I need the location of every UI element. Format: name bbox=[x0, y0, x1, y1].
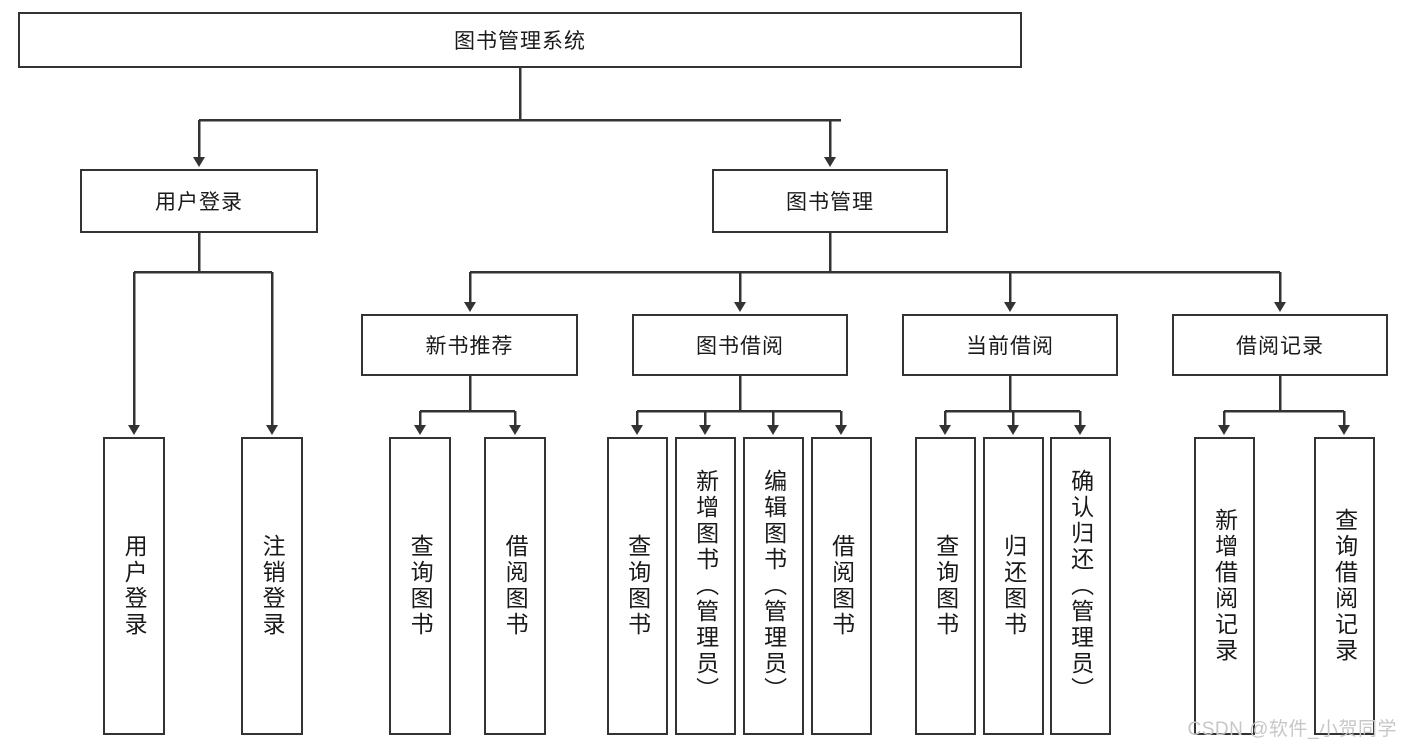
node-new-book-recommend[interactable]: 新书推荐 bbox=[361, 314, 578, 376]
node-leaf-query-book-1-label: 查询图书 bbox=[407, 534, 434, 638]
node-book-borrow[interactable]: 图书借阅 bbox=[632, 314, 848, 376]
node-leaf-confirm-return[interactable]: 确认归还（管理员） bbox=[1050, 437, 1111, 735]
node-book-manage-label: 图书管理 bbox=[786, 191, 874, 214]
node-leaf-add-record-label: 新增借阅记录 bbox=[1211, 508, 1238, 664]
node-leaf-add-record[interactable]: 新增借阅记录 bbox=[1194, 437, 1255, 735]
node-book-manage[interactable]: 图书管理 bbox=[712, 169, 948, 233]
node-leaf-edit-book[interactable]: 编辑图书（管理员） bbox=[743, 437, 804, 735]
node-leaf-logout-label: 注销登录 bbox=[259, 534, 286, 638]
node-leaf-confirm-return-label: 确认归还（管理员） bbox=[1067, 469, 1094, 703]
node-book-borrow-label: 图书借阅 bbox=[696, 335, 784, 358]
node-leaf-query-book-2-label: 查询图书 bbox=[624, 534, 651, 638]
node-leaf-return-book[interactable]: 归还图书 bbox=[983, 437, 1044, 735]
node-user-login-label: 用户登录 bbox=[155, 191, 243, 214]
node-leaf-add-book-label: 新增图书（管理员） bbox=[692, 469, 719, 703]
node-leaf-edit-book-label: 编辑图书（管理员） bbox=[760, 469, 787, 703]
node-leaf-user-login[interactable]: 用户登录 bbox=[103, 437, 165, 735]
node-leaf-borrow-book-1[interactable]: 借阅图书 bbox=[484, 437, 546, 735]
node-leaf-query-book-3-label: 查询图书 bbox=[932, 534, 959, 638]
node-root-label: 图书管理系统 bbox=[454, 30, 586, 53]
csdn-watermark: CSDN @软件_小贺同学 bbox=[1187, 719, 1397, 740]
node-current-borrow-label: 当前借阅 bbox=[966, 335, 1054, 358]
node-current-borrow[interactable]: 当前借阅 bbox=[902, 314, 1118, 376]
node-leaf-borrow-book-2[interactable]: 借阅图书 bbox=[811, 437, 872, 735]
node-leaf-borrow-book-1-label: 借阅图书 bbox=[502, 534, 529, 638]
node-borrow-record-label: 借阅记录 bbox=[1236, 335, 1324, 358]
node-leaf-query-record[interactable]: 查询借阅记录 bbox=[1314, 437, 1375, 735]
node-leaf-query-book-3[interactable]: 查询图书 bbox=[915, 437, 976, 735]
node-new-book-recommend-label: 新书推荐 bbox=[425, 335, 514, 358]
node-leaf-query-record-label: 查询借阅记录 bbox=[1331, 508, 1358, 664]
node-leaf-user-login-label: 用户登录 bbox=[121, 534, 148, 638]
node-leaf-return-book-label: 归还图书 bbox=[1000, 534, 1027, 638]
node-leaf-query-book-2[interactable]: 查询图书 bbox=[607, 437, 668, 735]
node-leaf-query-book-1[interactable]: 查询图书 bbox=[389, 437, 451, 735]
node-user-login[interactable]: 用户登录 bbox=[80, 169, 318, 233]
node-borrow-record[interactable]: 借阅记录 bbox=[1172, 314, 1388, 376]
node-root[interactable]: 图书管理系统 bbox=[18, 12, 1022, 68]
node-leaf-add-book[interactable]: 新增图书（管理员） bbox=[675, 437, 736, 735]
node-leaf-logout[interactable]: 注销登录 bbox=[241, 437, 303, 735]
node-leaf-borrow-book-2-label: 借阅图书 bbox=[828, 534, 855, 638]
